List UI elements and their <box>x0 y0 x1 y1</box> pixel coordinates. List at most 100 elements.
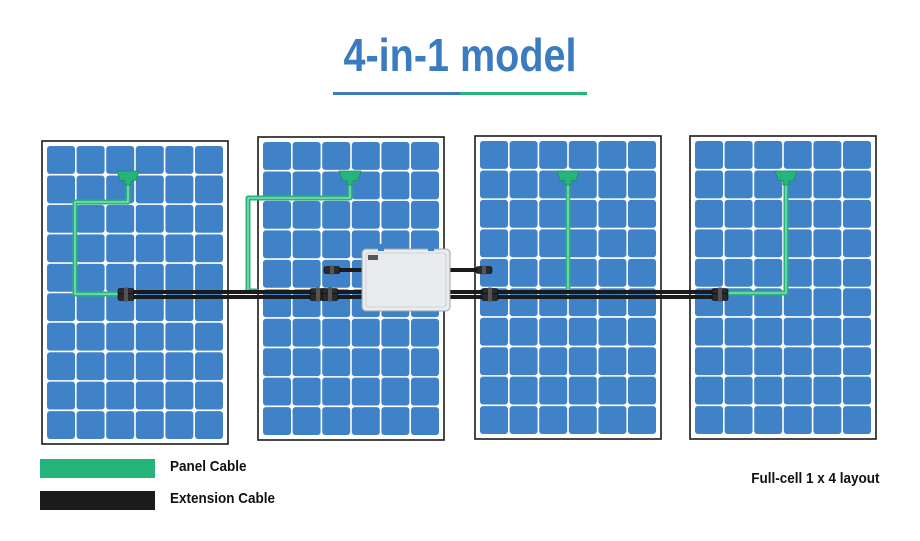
solar-cell <box>843 317 871 346</box>
solar-cell <box>598 170 627 199</box>
cell-corner-marker <box>750 402 757 409</box>
solar-cell <box>480 347 508 376</box>
solar-cell <box>292 142 321 170</box>
solar-cell <box>843 347 871 376</box>
solar-cell <box>509 317 538 346</box>
cell-corner-marker <box>505 254 512 262</box>
solar-cell <box>783 376 812 405</box>
solar-cell <box>539 317 568 346</box>
junction-box-body <box>556 170 580 186</box>
solar-cell <box>539 406 568 434</box>
solar-cell <box>263 318 291 347</box>
solar-cell <box>628 141 656 169</box>
solar-cell <box>381 348 410 377</box>
solar-cell <box>381 407 410 435</box>
cell-corner-marker <box>318 373 325 380</box>
cell-corner-marker <box>288 344 295 351</box>
connector-collar <box>328 292 332 302</box>
solar-cell <box>195 263 223 292</box>
solar-cell <box>568 317 597 346</box>
solar-cell <box>263 377 291 406</box>
solar-cell <box>76 293 105 322</box>
solar-cell <box>754 376 783 405</box>
solar-cell <box>76 204 105 233</box>
solar-cell <box>509 170 538 199</box>
solar-cell <box>509 141 538 169</box>
solar-cell <box>195 352 223 381</box>
junction-box-icon <box>774 170 798 186</box>
solar-cell <box>509 376 538 405</box>
cell-corner-marker <box>347 255 355 263</box>
solar-cell <box>724 229 753 258</box>
cell-corner-marker <box>191 230 198 237</box>
cell-corner-marker <box>535 402 542 409</box>
solar-cell <box>783 317 812 346</box>
solar-cell <box>480 199 508 228</box>
solar-cell <box>813 141 842 169</box>
cell-corner-marker <box>318 403 325 410</box>
solar-cell <box>195 204 223 233</box>
solar-cell <box>539 347 568 376</box>
cell-corner-marker <box>624 402 631 409</box>
cell-corner-marker <box>102 171 109 178</box>
cell-corner-marker <box>564 402 572 409</box>
legend-swatch-panel-cable <box>40 459 155 478</box>
solar-cell <box>165 381 194 410</box>
solar-cell <box>598 347 627 376</box>
solar-cell <box>292 230 321 259</box>
cell-corner-marker <box>288 403 295 410</box>
solar-cell <box>724 406 753 434</box>
solar-cell <box>292 377 321 406</box>
solar-cell <box>322 142 351 170</box>
solar-cell <box>47 322 75 351</box>
solar-cell <box>480 170 508 199</box>
solar-cell <box>568 347 597 376</box>
solar-cell <box>695 229 723 258</box>
solar-cell <box>165 263 194 292</box>
solar-cell <box>47 146 75 174</box>
solar-cell <box>783 288 812 317</box>
solar-cell <box>135 146 164 174</box>
solar-cell <box>351 407 380 435</box>
solar-cell <box>381 200 410 229</box>
solar-cell <box>411 407 439 435</box>
solar-cell <box>724 317 753 346</box>
cell-corner-marker <box>131 230 139 237</box>
cell-corner-marker <box>809 402 816 409</box>
solar-cell <box>292 407 321 435</box>
solar-cell <box>754 258 783 287</box>
solar-cell <box>724 376 753 405</box>
solar-cell <box>724 141 753 169</box>
solar-cell <box>263 348 291 377</box>
solar-cell <box>76 175 105 204</box>
solar-cell <box>106 234 135 263</box>
solar-cell <box>568 141 597 169</box>
junction-box-icon <box>116 170 140 186</box>
solar-cell <box>165 204 194 233</box>
solar-cell <box>539 141 568 169</box>
solar-cell <box>813 258 842 287</box>
cell-corner-marker <box>535 313 542 321</box>
solar-cell <box>724 347 753 376</box>
solar-cell <box>568 376 597 405</box>
solar-cell <box>135 293 164 322</box>
solar-cell <box>292 259 321 288</box>
solar-cell <box>628 376 656 405</box>
solar-cell <box>263 200 291 229</box>
solar-cell <box>47 352 75 381</box>
mc4-connector-icon <box>475 265 493 275</box>
layout-caption: Full-cell 1 x 4 layout <box>751 470 880 487</box>
solar-cell <box>843 141 871 169</box>
solar-cell <box>509 229 538 258</box>
solar-cell <box>381 318 410 347</box>
solar-cell <box>411 377 439 406</box>
solar-cell <box>598 141 627 169</box>
solar-cell <box>568 406 597 434</box>
cell-corner-marker <box>347 314 355 322</box>
microinverter-body <box>361 248 451 312</box>
cell-corner-marker <box>594 402 601 409</box>
cell-corner-marker <box>347 344 355 351</box>
solar-cell <box>76 234 105 263</box>
cell-corner-marker <box>505 402 512 409</box>
